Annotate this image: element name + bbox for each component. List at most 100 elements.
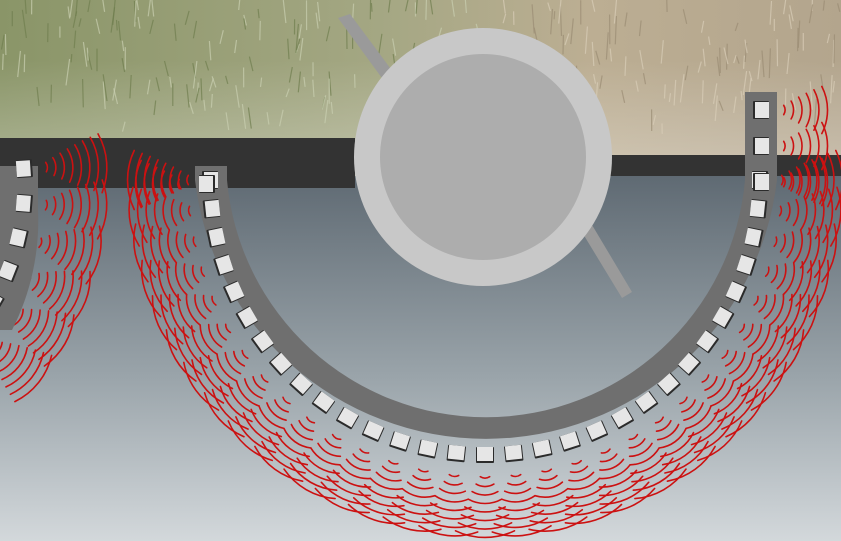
wave-arc [140,259,162,318]
grass-blade [769,0,773,25]
grass-blade [723,47,729,65]
wave-arc [776,263,787,290]
grass-blade [553,11,556,20]
wave-arc [501,494,536,503]
wave-arc [224,351,242,375]
grass-blade [808,4,814,24]
grass-blade [624,12,628,27]
wave-arc [782,140,786,152]
wave-arc [738,323,746,334]
wave-arc [143,163,150,205]
transducer-element [635,391,659,414]
wave-arc [37,271,49,298]
wave-arc [320,481,371,505]
wave-arc [258,405,285,430]
wave-arc [52,156,57,177]
grass-blade [822,0,825,11]
wave-arc [475,483,495,488]
grass-blade [451,0,455,17]
grass-blade [257,8,260,19]
wave-arc [569,465,589,474]
wave-arc [599,453,618,463]
grass-blade [225,75,229,85]
wave-arc [174,327,203,376]
grass-blade [235,85,240,108]
wave-arc [666,445,716,482]
wave-arc [406,481,434,490]
wave-arc [141,224,157,279]
wave-arc [314,487,370,514]
wave-arc [151,295,178,351]
grass-blade [210,93,213,108]
wave-arc [157,260,175,307]
grass-blade [726,43,728,70]
wave-arc [17,308,33,333]
grass-blade [330,101,334,114]
wave-arc [184,233,191,253]
grass-blade [599,75,603,89]
wave-arc [790,172,795,192]
grass-blade [614,15,617,45]
wave-arc [707,378,726,399]
wave-arc [81,140,91,189]
grass-blade [102,0,106,12]
wave-arc [345,458,371,471]
wave-arc [182,326,208,369]
grass-blade [708,36,711,45]
grass-blade [550,8,554,35]
grass-blade [95,18,101,34]
grass-blade [279,109,284,127]
transducer-element [753,173,769,191]
grass-blade [744,39,748,54]
grass-blade [72,11,78,28]
transducer-element [696,330,719,354]
grass-blade [121,40,125,52]
wave-arc [242,412,280,446]
transducer-element [476,447,494,463]
grass-blade [82,41,88,67]
wave-arc [235,380,260,407]
wave-arc [797,96,803,124]
grass-blade [288,66,293,83]
grass-blade [392,38,397,56]
grass-blade [833,34,836,64]
wave-arc [0,343,12,363]
wave-arc [628,442,653,458]
wave-arc [168,174,173,194]
grass-blade [666,0,668,13]
grass-blade [317,1,321,22]
transducer-element [361,420,385,442]
wave-arc [795,260,813,307]
wave-arc [664,440,709,474]
wave-arc [168,293,190,339]
transducer-element [202,199,221,219]
wave-arc [310,447,341,466]
grass-blade [624,56,627,76]
wave-arc [790,100,795,120]
wave-arc [227,420,273,462]
grass-blade [192,20,198,39]
wave-arc [792,229,803,264]
wave-arc [31,272,41,291]
grass-blade [298,24,302,39]
wave-arc [282,396,291,405]
grass-blade [192,60,198,89]
wave-arc [71,227,85,276]
wave-arc [207,323,223,348]
wave-arc [658,427,687,449]
grass-blade [702,48,706,67]
grass-blade [121,121,126,132]
wave-arc [792,198,800,227]
grass-blade [87,0,91,13]
grass-blade [652,114,657,126]
wave-arc [654,416,664,424]
left-transducer-array [0,159,39,330]
wave-arc [200,266,206,277]
wave-arc [655,419,672,432]
wave-arc [493,517,549,529]
wave-arc [5,349,37,388]
wave-arc [0,344,20,372]
grass-blade [464,0,467,14]
wave-arc [779,233,786,253]
wave-arc [821,121,829,171]
